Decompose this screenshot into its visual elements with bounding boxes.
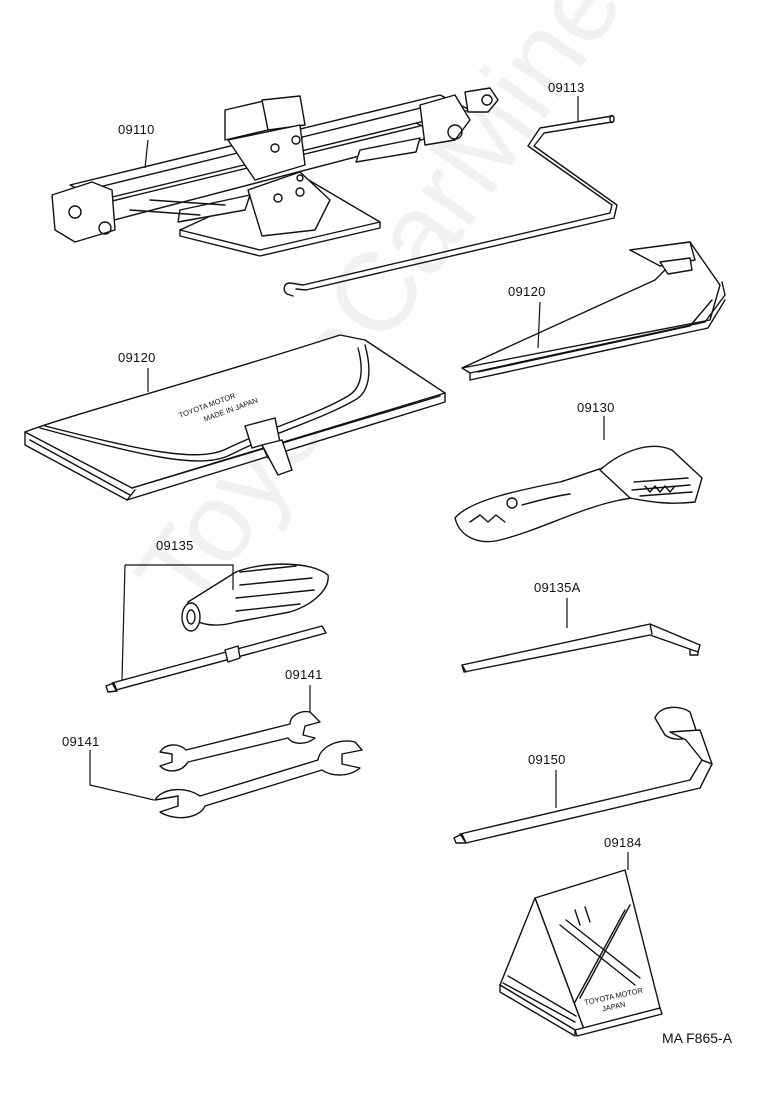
part-number-screwdriver-bar: 09135A (534, 580, 581, 595)
wrench-lower-drawing (154, 740, 363, 819)
wrench-upper-drawing (159, 710, 321, 772)
part-number-wrench-lower: 09141 (62, 734, 100, 749)
part-number-jack-handle: 09113 (548, 80, 585, 95)
screwdriver-bar-drawing (461, 623, 701, 673)
tool-bag-drawing: TOYOTA MOTOR MADE IN JAPAN (24, 334, 446, 501)
part-number-tool-bag: 09120 (118, 350, 156, 365)
part-number-wrench-upper: 09141 (285, 667, 323, 682)
part-number-wheel-nut-wrench: 09150 (528, 752, 566, 767)
jack-handle-drawing (283, 114, 618, 297)
tool-bag-small-drawing (461, 241, 726, 381)
screwdriver-drawing (105, 563, 329, 693)
diagram-code: MA F865-A (662, 1030, 733, 1046)
part-number-wheel-chock: 09184 (604, 835, 642, 850)
wheel-chock-drawing: TOYOTA MOTOR JAPAN (499, 869, 663, 1037)
pliers-drawing (454, 445, 703, 543)
part-number-pliers: 09130 (577, 400, 615, 415)
scissor-jack-drawing (51, 87, 499, 257)
wheel-nut-wrench-drawing (453, 706, 713, 844)
part-number-tool-bag-small: 09120 (508, 284, 546, 299)
part-number-jack: 09110 (118, 122, 155, 137)
part-number-screwdriver: 09135 (156, 538, 194, 553)
leader-lines (89, 96, 629, 870)
